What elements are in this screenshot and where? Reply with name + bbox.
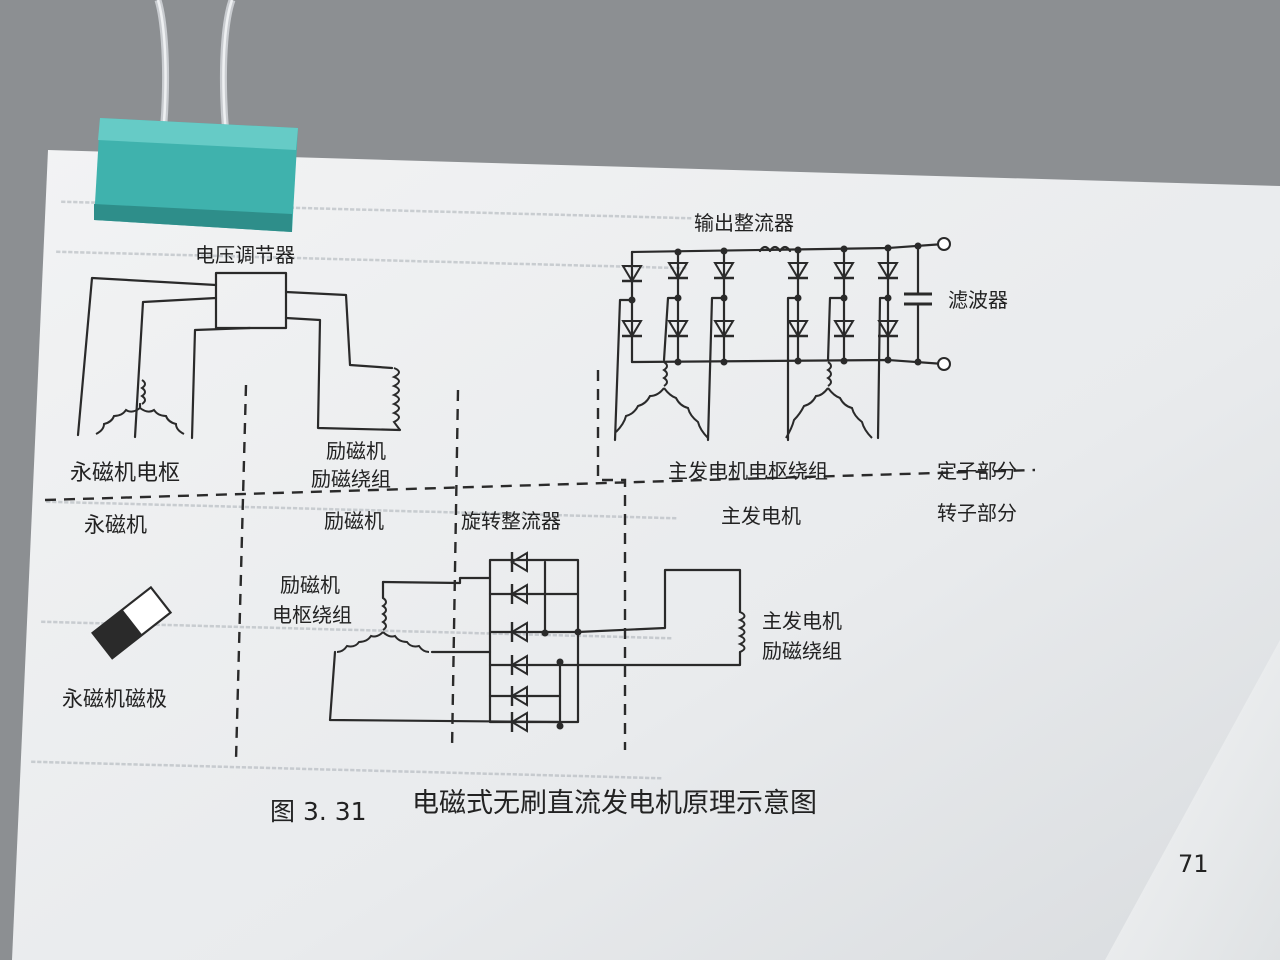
figure-number: 图 3. 31 — [270, 797, 367, 826]
label-pm-armature: 永磁机电枢 — [70, 461, 180, 486]
label-filter: 滤波器 — [948, 288, 1008, 312]
circuit-diagram — [44, 237, 1036, 761]
rotating-rectifier-bridge — [488, 550, 582, 734]
divider-pm-exciter — [234, 384, 248, 761]
label-main-armature-winding: 主发电机电枢绕组 — [668, 459, 828, 483]
label-exciter-armature-1: 励磁机 — [280, 573, 340, 597]
divider-exciter-rectifier — [450, 389, 460, 751]
binder-clip-icon — [94, 0, 298, 232]
stator-rotor-divider — [44, 468, 1036, 502]
divider-rectifier-main — [596, 370, 627, 750]
label-rotating-rectifier: 旋转整流器 — [461, 509, 561, 533]
filter-capacitor-icon — [904, 244, 932, 364]
label-output-rectifier: 输出整流器 — [694, 211, 794, 235]
label-exciter-field-1: 励磁机 — [326, 439, 386, 463]
page-number: 71 — [1178, 850, 1209, 878]
label-exciter-field-2: 励磁绕组 — [311, 467, 391, 491]
main-field-winding — [558, 568, 746, 667]
main-armature-winding — [613, 296, 890, 442]
paper-sheet — [12, 150, 1280, 960]
figure-caption: 电磁式无刷直流发电机原理示意图 — [412, 788, 817, 819]
label-stator-part: 定子部分 — [937, 459, 1017, 483]
label-rotor-part: 转子部分 — [937, 501, 1017, 525]
label-pm-machine: 永磁机 — [84, 513, 147, 537]
output-terminal-negative — [937, 357, 951, 371]
label-voltage-regulator: 电压调节器 — [195, 243, 295, 267]
pm-armature-winding — [95, 379, 185, 435]
output-rectifier-bridge — [620, 237, 951, 371]
output-terminal-positive — [937, 237, 951, 251]
label-exciter-armature-2: 电枢绕组 — [272, 603, 352, 627]
paper-curl — [1105, 640, 1280, 960]
label-main-generator: 主发电机 — [721, 504, 801, 528]
permanent-magnet-icon — [91, 585, 173, 660]
label-exciter: 励磁机 — [324, 509, 384, 533]
exciter-field-coil — [391, 367, 401, 431]
exciter-armature-winding — [328, 576, 560, 724]
label-pm-pole: 永磁机磁极 — [62, 687, 167, 711]
label-main-field-1: 主发电机 — [762, 609, 842, 633]
label-main-field-2: 励磁绕组 — [762, 639, 842, 663]
